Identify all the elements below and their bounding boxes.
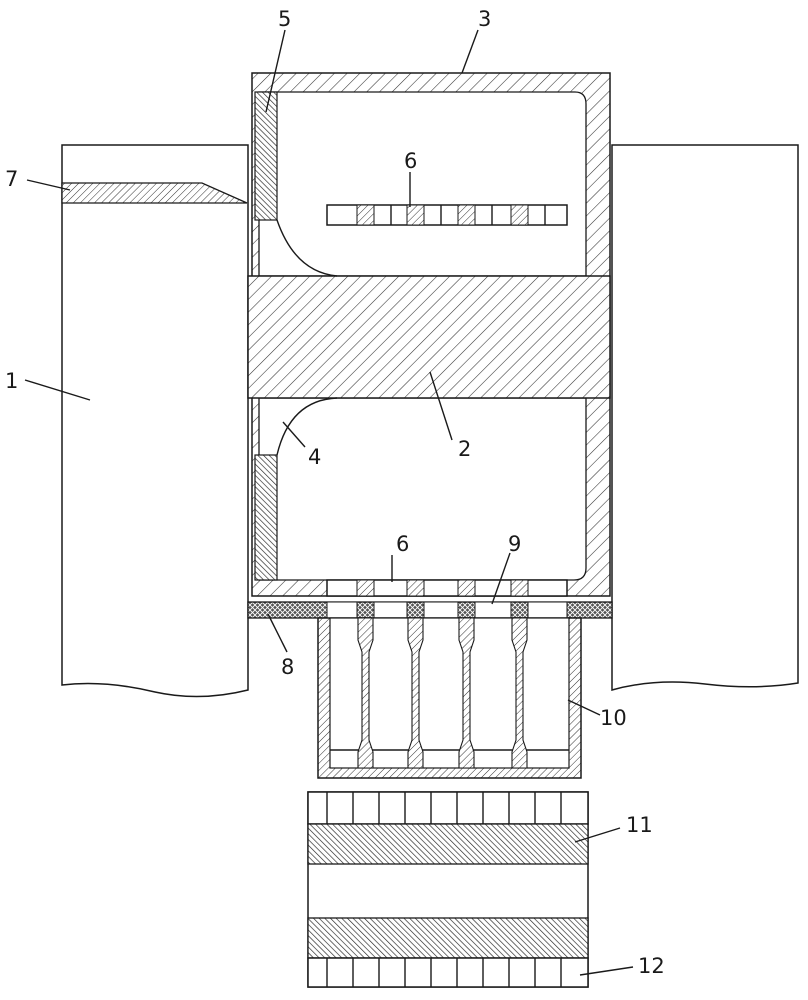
lower-assembly: [307, 791, 589, 988]
label-3: 3: [478, 7, 491, 31]
band-lower: [307, 917, 589, 959]
label-6-upper: 6: [404, 149, 417, 173]
curved-spring-4-lower: [276, 397, 338, 456]
left-plate: [61, 144, 249, 698]
label-6-lower: 6: [396, 532, 409, 556]
central-block-2: [247, 275, 611, 399]
label-2: 2: [458, 437, 471, 461]
label-5: 5: [278, 7, 291, 31]
label-12: 12: [638, 954, 665, 978]
right-plate: [611, 144, 799, 691]
label-8: 8: [281, 655, 294, 679]
label-11: 11: [626, 813, 653, 837]
seal-strip-8: [247, 601, 613, 619]
blade-7: [61, 182, 248, 204]
band-11: [307, 823, 589, 865]
pad-5-lower: [254, 454, 278, 581]
lower-cavity: [258, 397, 587, 581]
grating-6-upper: [326, 204, 568, 226]
label-1: 1: [5, 369, 18, 393]
curved-spring-4-upper: [276, 219, 338, 277]
cell-row-bottom: [307, 957, 589, 988]
grating-6-lower: [326, 579, 568, 597]
label-7: 7: [5, 167, 18, 191]
label-10: 10: [600, 706, 627, 730]
housing-3: [251, 72, 611, 597]
upper-cavity: [258, 91, 587, 277]
label-4: 4: [308, 445, 321, 469]
leader-lines: [24, 29, 634, 976]
pad-5-upper: [254, 91, 278, 221]
cell-row-top: [307, 791, 589, 825]
label-9: 9: [508, 532, 521, 556]
rods-9: [357, 617, 528, 769]
